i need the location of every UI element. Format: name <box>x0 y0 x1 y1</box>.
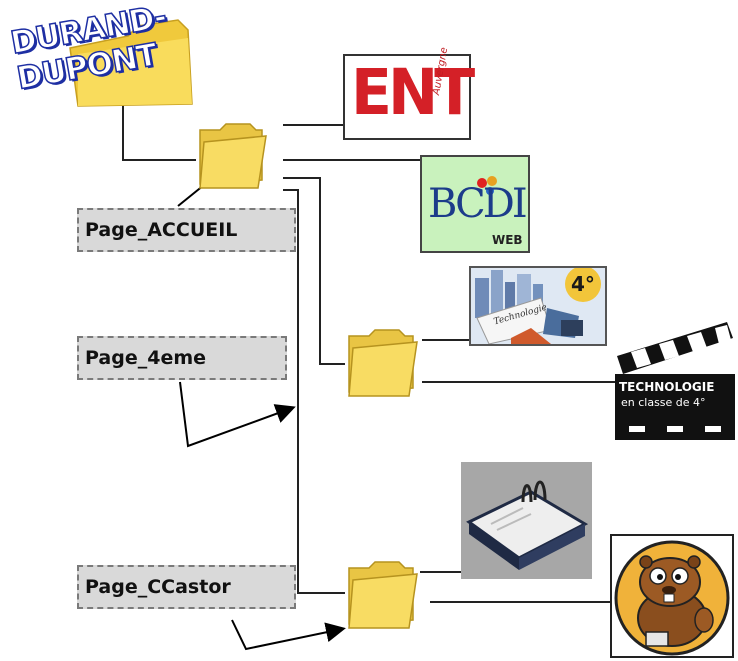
root-folder[interactable] <box>196 118 270 192</box>
line-root-to-castor <box>283 189 345 594</box>
ent-logo[interactable]: ENT Auvergne <box>343 47 475 140</box>
page-4eme-label[interactable]: Page_4eme <box>77 336 287 380</box>
folder-icon <box>199 123 267 189</box>
folder-4eme[interactable] <box>345 324 421 400</box>
arrow-castor <box>231 619 346 651</box>
line-title-to-root <box>122 104 196 161</box>
folder-icon <box>348 561 418 629</box>
page-ccastor-label[interactable]: Page_CCastor <box>77 565 296 609</box>
technology-illustration-icon <box>471 268 605 344</box>
bcdi-logo-text: BCDI <box>428 181 528 227</box>
line-root-to-4eme <box>283 177 345 365</box>
technologie-4e-image[interactable]: Technologie 4° <box>469 266 607 346</box>
clapperboard-image[interactable]: TECHNOLOGIE en classe de 4° <box>615 316 735 440</box>
folder-icon <box>69 19 193 107</box>
folder-castor[interactable] <box>345 556 421 632</box>
bcdi-logo[interactable]: BCDI WEB <box>420 155 530 253</box>
clapperboard-icon <box>615 316 735 440</box>
folder-icon <box>348 329 418 397</box>
title-folder[interactable]: DURAND-DUPONT <box>7 0 248 108</box>
arrow-4eme <box>179 381 296 448</box>
beaver-icon <box>614 540 730 656</box>
page-accueil-label[interactable]: Page_ACCUEIL <box>77 208 296 252</box>
document-tray-image[interactable] <box>461 462 592 579</box>
bcdi-web-text: WEB <box>492 233 523 247</box>
clap-line-2: en classe de 4° <box>621 396 706 409</box>
castor-mascot-image[interactable] <box>610 534 734 658</box>
bcdi-mark-icon <box>477 176 497 195</box>
document-tray-icon <box>461 462 592 579</box>
techno-4e-badge: 4° <box>571 272 595 296</box>
clap-line-1: TECHNOLOGIE <box>619 380 715 394</box>
ent-logo-text: ENT <box>351 56 475 130</box>
